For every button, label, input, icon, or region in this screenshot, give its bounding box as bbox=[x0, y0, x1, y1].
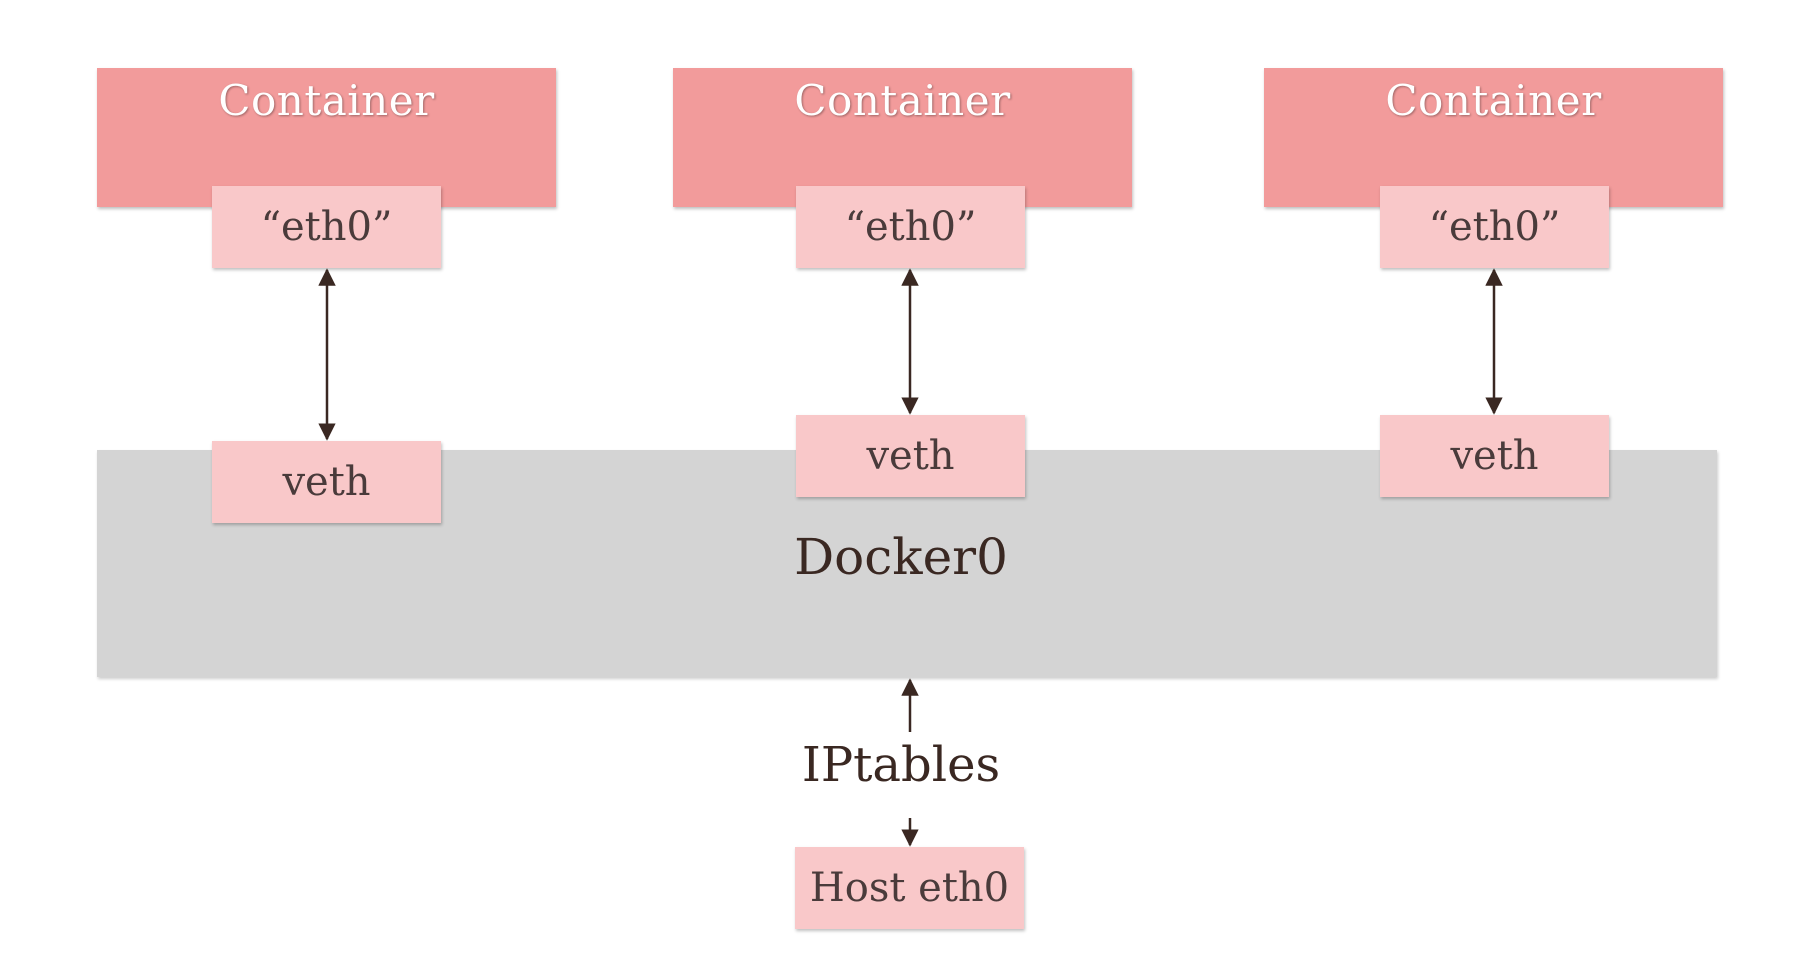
container-3-label: Container bbox=[1385, 76, 1602, 125]
docker0-label: Docker0 bbox=[794, 528, 1008, 586]
container-1-eth0: “eth0” bbox=[212, 186, 441, 268]
iptables-label: IPtables bbox=[801, 737, 1001, 793]
host-eth0: Host eth0 bbox=[795, 847, 1024, 929]
container-1: Container bbox=[97, 68, 556, 207]
container-2-veth: veth bbox=[796, 415, 1025, 497]
container-2: Container bbox=[673, 68, 1132, 207]
container-3-eth0: “eth0” bbox=[1380, 186, 1609, 268]
container-1-veth: veth bbox=[212, 441, 441, 523]
container-1-label: Container bbox=[218, 76, 435, 125]
container-2-label: Container bbox=[794, 76, 1011, 125]
container-3-veth: veth bbox=[1380, 415, 1609, 497]
container-2-eth0: “eth0” bbox=[796, 186, 1025, 268]
container-3: Container bbox=[1264, 68, 1723, 207]
